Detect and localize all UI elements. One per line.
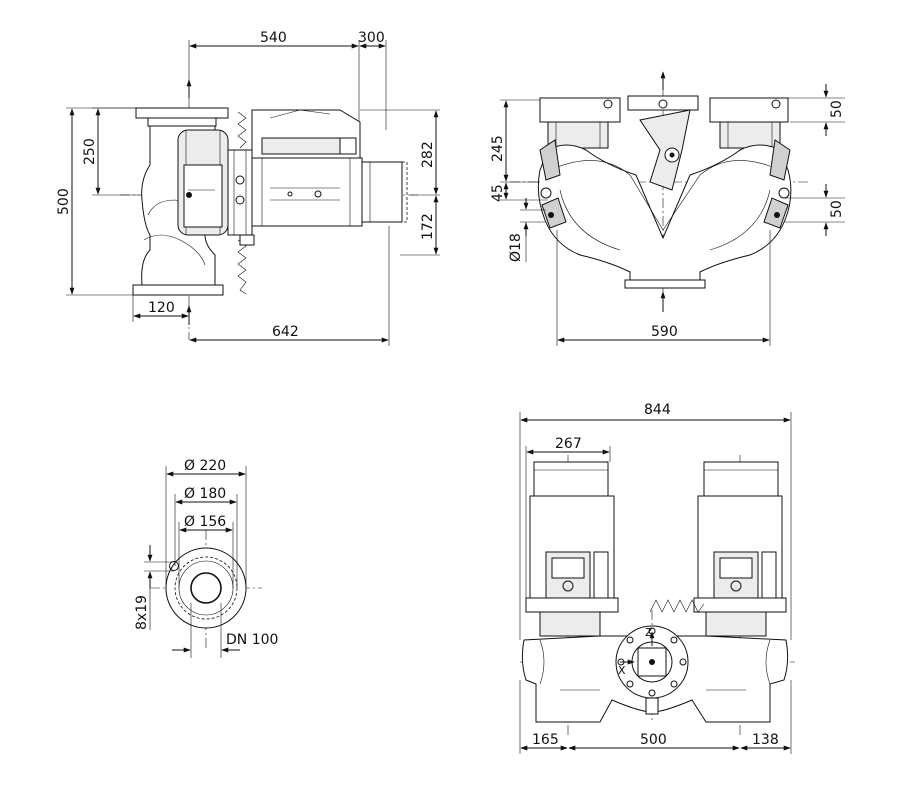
dim-642: 642	[272, 324, 299, 340]
dim-diameter-180: Ø 180	[184, 486, 226, 502]
dim-45: 45	[490, 184, 506, 202]
dim-dn-100: DN 100	[226, 632, 278, 648]
dim-300: 300	[358, 30, 385, 46]
top-view: 245 45 Ø18 50 50 590	[490, 71, 845, 346]
dim-165: 165	[532, 732, 559, 748]
dim-267: 267	[555, 436, 582, 452]
dim-500-front: 500	[640, 732, 667, 748]
dim-50-upper: 50	[829, 100, 845, 118]
dim-844: 844	[644, 402, 671, 418]
dim-diameter-18: Ø18	[508, 233, 524, 262]
dim-590: 590	[651, 324, 678, 340]
side-view: 540 300 250 500 282 172 120 642	[56, 30, 440, 346]
axis-x-label: X	[618, 664, 626, 677]
dim-500: 500	[56, 188, 72, 215]
dim-120: 120	[148, 300, 175, 316]
dim-50-lower: 50	[829, 200, 845, 218]
flange-view: Ø 220 Ø 180 Ø 156 8x19 DN 100	[134, 458, 278, 658]
dim-holes-8x19: 8x19	[134, 595, 150, 630]
dim-diameter-156: Ø 156	[184, 514, 226, 530]
dim-282: 282	[420, 141, 436, 168]
front-view: Z X 844 267 165 500 138	[519, 402, 795, 754]
dim-138: 138	[752, 732, 779, 748]
dim-540: 540	[260, 30, 287, 46]
dim-172: 172	[420, 213, 436, 240]
dim-250: 250	[82, 138, 98, 165]
dim-diameter-220: Ø 220	[184, 458, 226, 474]
dim-245: 245	[490, 135, 506, 162]
